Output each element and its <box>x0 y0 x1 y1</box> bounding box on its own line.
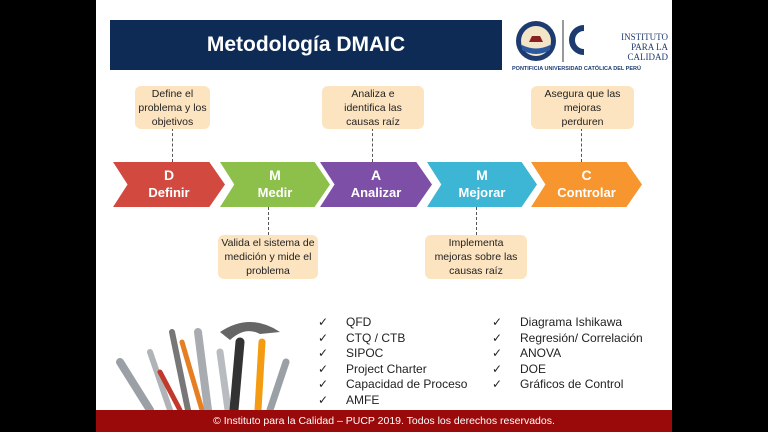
phase-definir-chevron: D Definir <box>113 162 225 207</box>
tool-item: ✓ Gráficos de Control <box>492 377 643 393</box>
tool-label: AMFE <box>346 392 380 407</box>
slide: Metodología DMAIC INSTITUTO PARA LA CALI… <box>96 0 672 432</box>
tool-item: ✓ QFD <box>318 315 467 331</box>
tool-item: ✓ ANOVA <box>492 346 643 362</box>
tools-illustration <box>110 312 300 415</box>
tools-list-2: ✓ Diagrama Ishikawa ✓ Regresión/ Correlació… <box>492 315 643 393</box>
tool-item: ✓ Diagrama Ishikawa <box>492 315 643 331</box>
tool-item: ✓ Capacidad de Proceso <box>318 377 467 393</box>
tool-label: CTQ / CTB <box>346 330 406 345</box>
note-analizar: Analiza e identifica las causas raíz <box>322 86 424 129</box>
tool-label: Regresión/ Correlación <box>520 330 643 345</box>
university-name: PONTIFICIA UNIVERSIDAD CATÓLICA DEL PERÚ <box>512 66 641 72</box>
tool-label: QFD <box>346 315 372 329</box>
tool-item: ✓ DOE <box>492 362 643 378</box>
phase-letter: M <box>476 167 488 183</box>
tool-label: ANOVA <box>520 346 562 360</box>
check-icon: ✓ <box>318 315 329 329</box>
tools-list-1: ✓ QFD ✓ CTQ / CTB ✓ SIPOC ✓ Project Charter ✓ Cap… <box>318 315 467 408</box>
check-icon: ✓ <box>318 377 329 391</box>
phase-mejorar-chevron: M Mejorar <box>427 162 537 207</box>
tool-label: Gráficos de Control <box>520 377 624 391</box>
check-icon: ✓ <box>492 377 503 391</box>
note-medir: Valida el sistema de medición y mide el … <box>218 235 318 279</box>
note-mejorar: Implementa mejoras sobre las causas raíz <box>425 235 527 279</box>
phase-controlar-chevron: C Controlar <box>531 162 642 207</box>
pucp-seal-icon <box>516 20 585 62</box>
tool-item: ✓ Regresión/ Correlación <box>492 331 643 347</box>
phase-name: Analizar <box>350 185 402 200</box>
slide-title: Metodología DMAIC <box>110 20 502 70</box>
phase-letter: M <box>269 167 281 183</box>
phase-name: Definir <box>148 185 190 200</box>
tool-label: Diagrama Ishikawa <box>520 315 623 329</box>
note-definir: Define el problema y los objetivos <box>135 86 210 129</box>
check-icon: ✓ <box>492 315 503 329</box>
footer-copyright: © Instituto para la Calidad – PUCP 2019.… <box>96 410 672 432</box>
tool-label: Capacidad de Proceso <box>346 377 468 391</box>
check-icon: ✓ <box>492 346 503 360</box>
note-controlar: Asegura que las mejoras perduren <box>531 86 634 129</box>
tool-label: DOE <box>520 361 547 376</box>
phase-letter: A <box>370 167 382 183</box>
check-icon: ✓ <box>318 361 329 376</box>
tool-label: Project Charter <box>346 361 427 376</box>
institute-name: INSTITUTO PARA LA CALIDAD <box>621 32 668 62</box>
tool-item: ✓ AMFE <box>318 393 467 409</box>
pucp-logo: INSTITUTO PARA LA CALIDAD PONTIFICIA UNI… <box>512 14 668 76</box>
phase-name: Medir <box>257 185 293 200</box>
tool-item: ✓ CTQ / CTB <box>318 331 467 347</box>
check-icon: ✓ <box>318 346 329 360</box>
phase-letter: C <box>581 167 592 183</box>
check-icon: ✓ <box>492 330 503 345</box>
phase-letter: D <box>163 167 175 183</box>
check-icon: ✓ <box>318 330 329 345</box>
tool-label: SIPOC <box>346 346 384 360</box>
check-icon: ✓ <box>318 392 329 407</box>
phase-name: Controlar <box>557 185 616 200</box>
tool-item: ✓ SIPOC <box>318 346 467 362</box>
check-icon: ✓ <box>492 361 503 376</box>
phase-medir-chevron: M Medir <box>220 162 330 207</box>
phase-name: Mejorar <box>458 185 506 200</box>
tool-item: ✓ Project Charter <box>318 362 467 378</box>
phase-analizar-chevron: A Analizar <box>320 162 432 207</box>
